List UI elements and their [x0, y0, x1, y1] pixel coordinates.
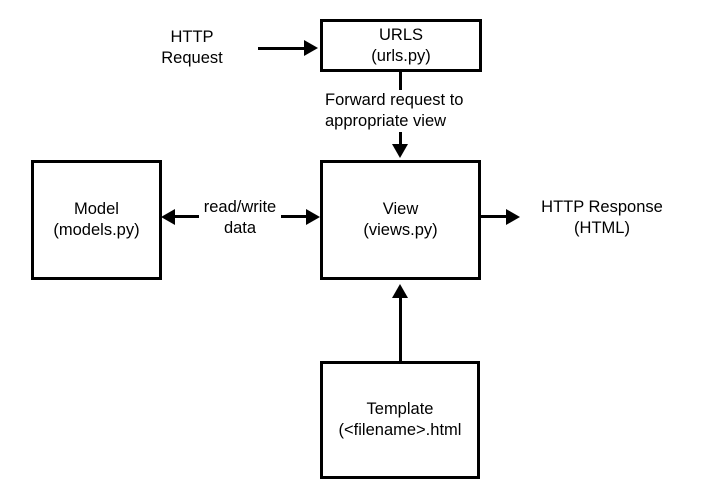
forward-request-label-line2: appropriate view — [325, 112, 447, 130]
view-to-model-arrow-line — [173, 215, 200, 218]
view-to-response-arrow-line — [481, 215, 508, 218]
model-node-filename: (models.py) — [53, 221, 140, 239]
http-request-arrow-line — [258, 47, 306, 50]
template-to-view-arrow-line — [399, 296, 402, 361]
arrowhead-right-icon — [506, 209, 520, 225]
model-node-title: Model — [74, 200, 119, 218]
read-write-data-label-line2: data — [223, 219, 257, 237]
template-node-title: Template — [366, 400, 434, 418]
http-response-label: HTTP Response (HTML) — [530, 197, 674, 239]
urls-node-title: URLS — [378, 25, 423, 44]
model-to-view-arrow-line — [280, 215, 308, 218]
arrowhead-right-icon — [304, 40, 318, 56]
urls-node-filename: (urls.py) — [371, 46, 431, 65]
http-request-label-line1: HTTP — [170, 28, 214, 46]
read-write-data-label: read/write data — [199, 197, 281, 239]
model-node: Model (models.py) — [31, 160, 162, 280]
forward-request-label-line1: Forward request to — [325, 91, 464, 109]
arrowhead-up-icon — [392, 284, 408, 298]
forward-request-label: Forward request to appropriate view — [325, 90, 466, 132]
view-node: View (views.py) — [320, 160, 481, 280]
arrowhead-right-icon — [306, 209, 320, 225]
http-response-label-line2: (HTML) — [574, 219, 630, 237]
urls-node: URLS (urls.py) — [320, 19, 482, 72]
http-request-label: HTTP Request — [140, 27, 244, 69]
read-write-data-label-line1: read/write — [203, 198, 277, 216]
view-node-filename: (views.py) — [363, 221, 438, 239]
http-request-label-line2: Request — [161, 49, 223, 67]
http-response-label-line1: HTTP Response — [541, 198, 663, 216]
view-node-title: View — [382, 200, 419, 218]
arrowhead-left-icon — [161, 209, 175, 225]
arrowhead-down-icon — [392, 144, 408, 158]
template-node: Template (<filename>.html — [320, 361, 480, 479]
template-node-filename: (<filename>.html — [338, 421, 462, 439]
